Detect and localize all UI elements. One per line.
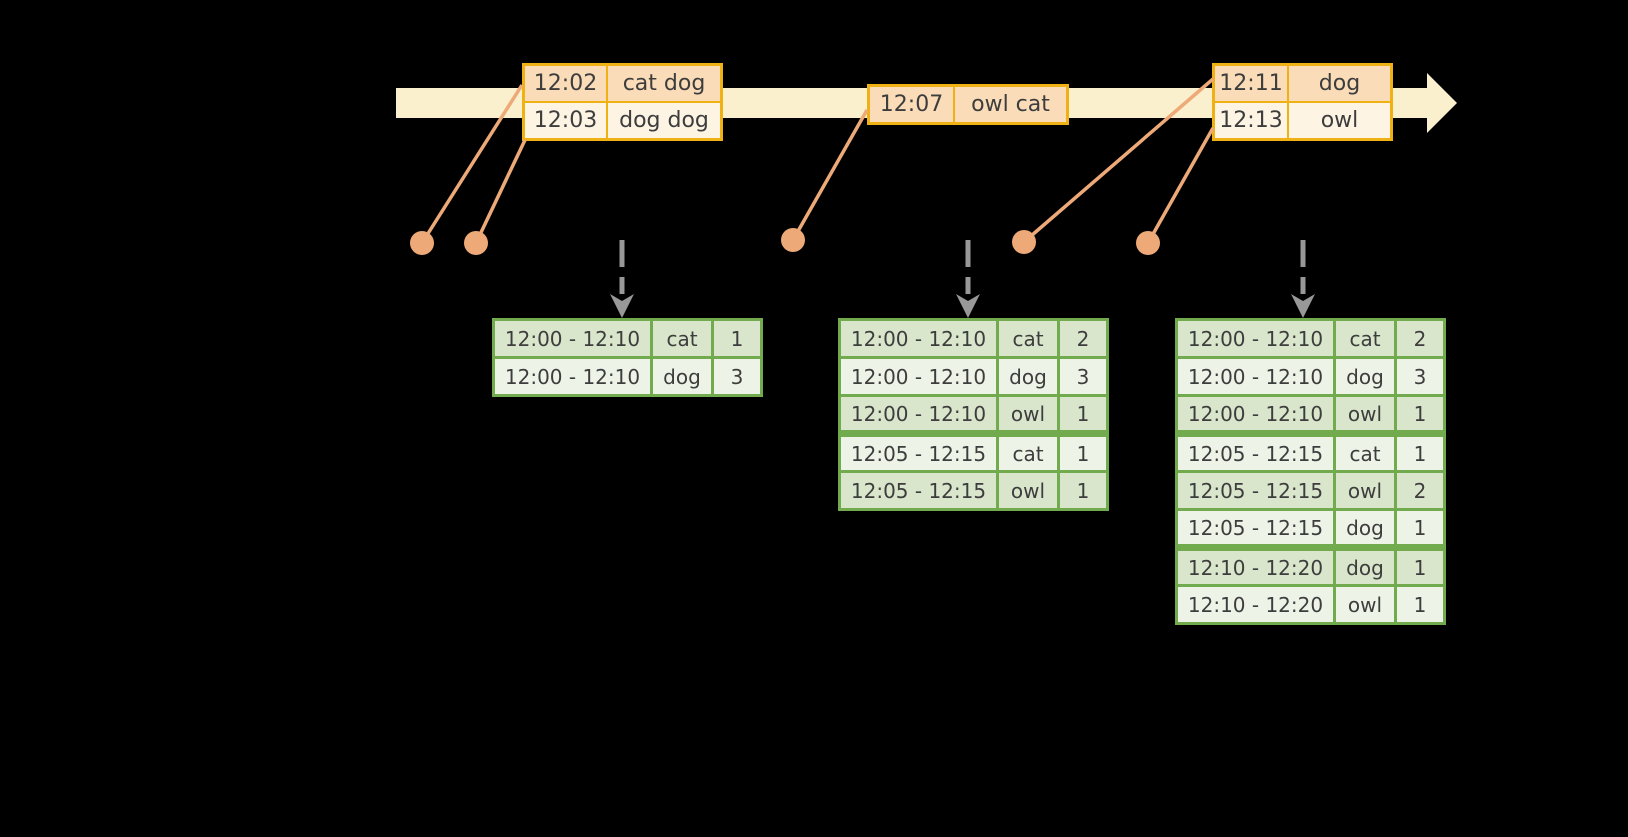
word-cell: cat [1333, 430, 1397, 473]
event-time-cell: 12:03 [525, 103, 608, 138]
word-cell: dog [650, 356, 714, 397]
word-cell: cat [650, 318, 714, 359]
result-row: 12:00 - 12:10 cat 1 [492, 318, 763, 359]
count-cell: 1 [1394, 430, 1446, 473]
word-cell: dog [996, 356, 1060, 397]
result-row: 12:05 - 12:15 cat 1 [838, 430, 1109, 473]
word-cell: dog [1333, 356, 1397, 397]
event-time-cell: 12:07 [870, 87, 955, 122]
count-cell: 2 [1394, 470, 1446, 511]
word-cell: dog [1333, 508, 1397, 549]
window-cell: 12:05 - 12:15 [838, 470, 999, 511]
trigger-arrowhead-icon [1291, 294, 1315, 318]
event-words-cell: dog dog [608, 103, 720, 138]
event-dot-icon [464, 231, 488, 255]
event-time-cell: 12:13 [1215, 103, 1289, 138]
word-cell: owl [1333, 470, 1397, 511]
trigger-arrowhead-icon [610, 294, 634, 318]
result-row: 12:00 - 12:10 dog 3 [1175, 356, 1446, 397]
window-cell: 12:00 - 12:10 [838, 356, 999, 397]
window-cell: 12:00 - 12:10 [1175, 356, 1336, 397]
word-cell: owl [996, 470, 1060, 511]
count-cell: 1 [1394, 584, 1446, 625]
count-cell: 2 [1394, 318, 1446, 359]
window-cell: 12:00 - 12:10 [492, 318, 653, 359]
result-table-2: 12:00 - 12:10 cat 2 12:00 - 12:10 dog 3 … [838, 318, 1109, 511]
count-cell: 3 [1394, 356, 1446, 397]
result-row: 12:05 - 12:15 cat 1 [1175, 430, 1446, 473]
event-words-cell: dog [1289, 66, 1390, 101]
word-cell: cat [1333, 318, 1397, 359]
result-row: 12:10 - 12:20 owl 1 [1175, 584, 1446, 625]
window-cell: 12:00 - 12:10 [1175, 394, 1336, 435]
event-dot-icon [1136, 231, 1160, 255]
count-cell: 1 [711, 318, 763, 359]
window-cell: 12:05 - 12:15 [838, 430, 999, 473]
count-cell: 3 [711, 356, 763, 397]
event-table-1: 12:02 cat dog 12:03 dog dog [522, 63, 723, 141]
event-leader-line [474, 139, 527, 244]
result-row: 12:00 - 12:10 owl 1 [838, 394, 1109, 435]
result-row: 12:05 - 12:15 owl 2 [1175, 470, 1446, 511]
event-row: 12:11 dog [1215, 66, 1390, 101]
event-table-3: 12:11 dog 12:13 owl [1212, 63, 1393, 141]
word-cell: dog [1333, 544, 1397, 587]
event-row: 12:13 owl [1215, 101, 1390, 138]
count-cell: 1 [1394, 394, 1446, 435]
event-time-cell: 12:11 [1215, 66, 1289, 101]
result-row: 12:00 - 12:10 owl 1 [1175, 394, 1446, 435]
result-table-1: 12:00 - 12:10 cat 1 12:00 - 12:10 dog 3 [492, 318, 763, 397]
timeline-arrowhead-icon [1427, 73, 1457, 133]
word-cell: owl [996, 394, 1060, 435]
count-cell: 1 [1394, 544, 1446, 587]
event-words-cell: owl [1289, 103, 1390, 138]
word-cell: owl [1333, 394, 1397, 435]
window-cell: 12:00 - 12:10 [838, 394, 999, 435]
event-dot-icon [410, 231, 434, 255]
window-cell: 12:10 - 12:20 [1175, 584, 1336, 625]
trigger-arrowhead-icon [956, 294, 980, 318]
window-cell: 12:10 - 12:20 [1175, 544, 1336, 587]
result-row: 12:00 - 12:10 dog 3 [492, 356, 763, 397]
word-cell: cat [996, 318, 1060, 359]
result-row: 12:00 - 12:10 dog 3 [838, 356, 1109, 397]
window-cell: 12:05 - 12:15 [1175, 508, 1336, 549]
result-row: 12:05 - 12:15 dog 1 [1175, 508, 1446, 549]
word-cell: owl [1333, 584, 1397, 625]
count-cell: 1 [1057, 470, 1109, 511]
window-cell: 12:05 - 12:15 [1175, 430, 1336, 473]
count-cell: 2 [1057, 318, 1109, 359]
window-cell: 12:00 - 12:10 [838, 318, 999, 359]
word-cell: cat [996, 430, 1060, 473]
event-row: 12:03 dog dog [525, 101, 720, 138]
event-leader-line [1146, 127, 1215, 244]
result-row: 12:00 - 12:10 cat 2 [1175, 318, 1446, 359]
count-cell: 1 [1394, 508, 1446, 549]
result-row: 12:00 - 12:10 cat 2 [838, 318, 1109, 359]
window-cell: 12:00 - 12:10 [492, 356, 653, 397]
event-leader-line [791, 109, 869, 241]
event-words-cell: owl cat [955, 87, 1066, 122]
result-row: 12:05 - 12:15 owl 1 [838, 470, 1109, 511]
event-dot-icon [781, 228, 805, 252]
count-cell: 1 [1057, 394, 1109, 435]
result-table-3: 12:00 - 12:10 cat 2 12:00 - 12:10 dog 3 … [1175, 318, 1446, 625]
event-row: 12:07 owl cat [870, 87, 1066, 122]
event-row: 12:02 cat dog [525, 66, 720, 101]
window-cell: 12:00 - 12:10 [1175, 318, 1336, 359]
window-cell: 12:05 - 12:15 [1175, 470, 1336, 511]
event-table-2: 12:07 owl cat [867, 84, 1069, 125]
event-time-cell: 12:02 [525, 66, 608, 101]
event-words-cell: cat dog [608, 66, 720, 101]
event-dot-icon [1012, 230, 1036, 254]
result-row: 12:10 - 12:20 dog 1 [1175, 544, 1446, 587]
count-cell: 1 [1057, 430, 1109, 473]
count-cell: 3 [1057, 356, 1109, 397]
